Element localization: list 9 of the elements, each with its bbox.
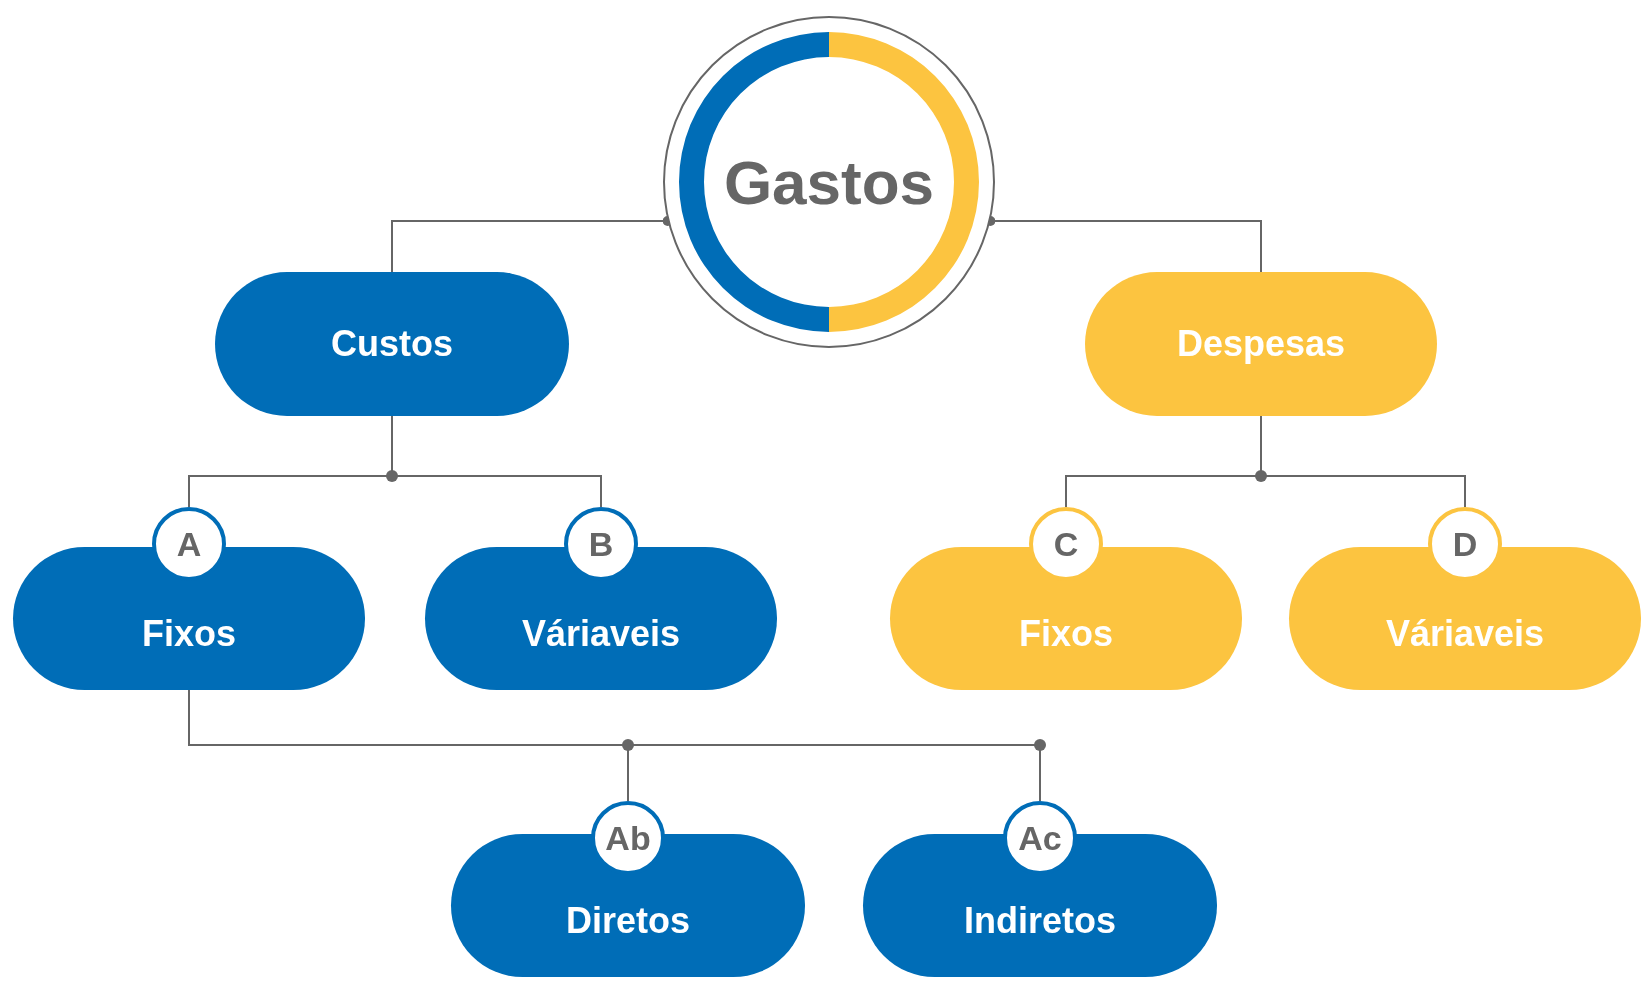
node-label: Váriaveis xyxy=(521,611,681,656)
node-label: Indiretos xyxy=(964,898,1116,943)
node-label: Despesas xyxy=(1176,322,1346,366)
node-label: Fixos xyxy=(1019,611,1113,656)
node-label: Fixos xyxy=(142,611,236,656)
node-label: Váriaveis xyxy=(1385,611,1545,656)
node-label: Custos xyxy=(331,322,453,366)
node-label: Diretos xyxy=(566,898,690,943)
node-title: Gastos xyxy=(723,146,935,219)
